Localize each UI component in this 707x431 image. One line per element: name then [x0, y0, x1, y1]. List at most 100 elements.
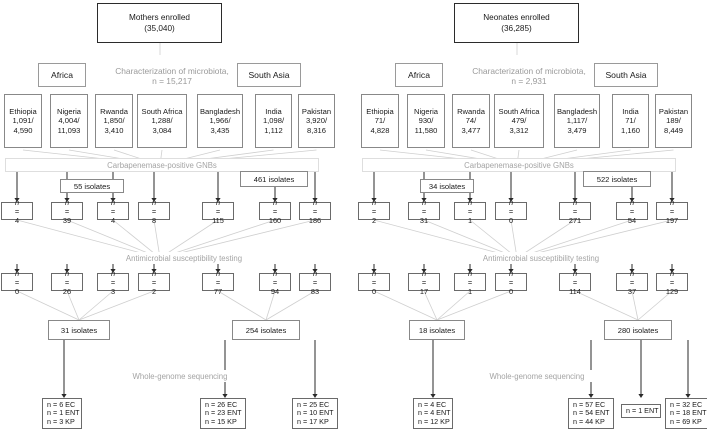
- equals-sign: =: [419, 277, 429, 287]
- mothers-ast-isolates-africa: 31 isolates: [48, 320, 110, 340]
- site-name: Ethiopia: [366, 107, 394, 117]
- n-symbol: n: [272, 268, 278, 278]
- n-value: 83: [310, 286, 320, 296]
- n-value: 197: [665, 215, 679, 225]
- n-value: 94: [270, 286, 280, 296]
- mothers-cp-fan-2: [112, 219, 161, 259]
- neonates-cp-n-1: n = 31: [408, 198, 440, 225]
- mothers-cp-arrow-1-head: [64, 198, 70, 202]
- n-symbol: n: [312, 268, 318, 278]
- mothers-cp-isolates-south-asia: 461 isolates: [240, 171, 308, 187]
- n-symbol: n: [669, 268, 675, 278]
- equals-sign: =: [667, 206, 677, 216]
- neonates-ast-fan-0: [373, 290, 438, 321]
- neonates-carbapenemase-band: Carbapenemase-positive GNBs: [362, 158, 676, 172]
- equals-sign: =: [369, 277, 379, 287]
- site-name: Rwanda: [100, 107, 128, 117]
- mothers-cp-n-1: n = 39: [51, 198, 83, 225]
- mothers-ast-fan-1: [66, 290, 80, 321]
- mothers-cp-fan-1: [66, 219, 161, 259]
- neonates-cp-n-3: n = 0: [495, 198, 527, 225]
- site-value: 71/ 1,160: [620, 116, 640, 135]
- neonates-cp-fan-0: [373, 219, 518, 259]
- neonates-ast-n-1: n = 17: [408, 269, 440, 296]
- neonates-cp-fan-3: [510, 219, 518, 259]
- equals-sign: =: [570, 277, 580, 287]
- mothers-cp-arrow-6-head: [312, 198, 318, 202]
- neonates-cp-fan-2: [469, 219, 518, 259]
- wgs-line: n = 25 EC: [297, 399, 330, 409]
- n-symbol: n: [151, 268, 157, 278]
- equals-sign: =: [270, 277, 280, 287]
- mothers-cp-n-3: n = 8: [138, 198, 170, 225]
- neonates-ast-n-3: n = 0: [495, 269, 527, 296]
- n-symbol: n: [312, 197, 318, 207]
- mothers-wgs-band: Whole-genome sequencing: [104, 370, 256, 382]
- wgs-line: n = 18 ENT: [670, 408, 707, 418]
- site-name: Ethiopia: [9, 107, 37, 117]
- mothers-ast-n-3: n = 2: [138, 269, 170, 296]
- equals-sign: =: [627, 277, 637, 287]
- neonates-cp-arrow-0-head: [371, 198, 377, 202]
- n-symbol: n: [64, 197, 70, 207]
- mothers-enrolled-box: Mothers enrolled(35,040): [97, 3, 222, 43]
- n-symbol: n: [508, 268, 514, 278]
- equals-sign: =: [667, 277, 677, 287]
- n-symbol: n: [371, 197, 377, 207]
- mothers-wgs-arrow-2-head: [312, 394, 318, 398]
- neonates-ast-fan-5: [631, 290, 639, 321]
- site-name: Bangladesh: [556, 107, 598, 117]
- mothers-ast-n-1: n = 26: [51, 269, 83, 296]
- neonates-ast-fan-3: [436, 290, 512, 321]
- equals-sign: =: [62, 277, 72, 287]
- neonates-ast-fan-2: [436, 290, 471, 321]
- n-value: 3: [110, 286, 116, 296]
- site-name: Pakistan: [301, 107, 332, 117]
- neonates-microbiota-n: n = 2,931: [511, 76, 547, 86]
- neonates-enrolled-box: Neonates enrolled(36,285): [454, 3, 579, 43]
- neonates-wgs-arrow-0-head: [430, 394, 436, 398]
- n-value: 1: [467, 215, 473, 225]
- mothers-ast-arrow-2-head: [110, 269, 116, 273]
- mothers-ast-n-0: n = 0: [1, 269, 33, 296]
- site-name: Bangladesh: [199, 107, 241, 117]
- neonates-ast-isolates-south-asia: 280 isolates: [604, 320, 672, 340]
- site-name: Rwanda: [457, 107, 485, 117]
- site-name: South Africa: [141, 107, 183, 117]
- wgs-line: n = 26 EC: [205, 399, 238, 409]
- neonates-ast-arrow-2-head: [467, 269, 473, 273]
- mothers-ast-arrow-0-head: [14, 269, 20, 273]
- site-value: 1,091/ 4,590: [12, 116, 34, 135]
- mothers-microbiota-n: n = 15,217: [152, 76, 192, 86]
- n-value: 26: [62, 286, 72, 296]
- n-value: 17: [419, 286, 429, 296]
- site-value: 71/ 4,828: [370, 116, 390, 135]
- wgs-line: n = 10 ENT: [297, 408, 334, 418]
- n-symbol: n: [467, 197, 473, 207]
- n-value: 2: [151, 286, 157, 296]
- site-name: Nigeria: [413, 107, 439, 117]
- neonates-ast-n-5: n = 37: [616, 269, 648, 296]
- n-value: 77: [213, 286, 223, 296]
- neonates-wgs-band: Whole-genome sequencing: [461, 370, 613, 382]
- mothers-cp-n-2: n = 4: [97, 198, 129, 225]
- equals-sign: =: [149, 277, 159, 287]
- neonates-cp-isolates-africa: 34 isolates: [420, 179, 474, 193]
- equals-sign: =: [310, 206, 320, 216]
- n-value: 0: [508, 286, 514, 296]
- mothers-ast-fan-2: [78, 290, 114, 321]
- mothers-cp-fan-3: [153, 219, 161, 259]
- neonates-ast-fan-4: [574, 290, 639, 321]
- neonates-wgs-arrow-2-head: [638, 394, 644, 398]
- site-name: Nigeria: [56, 107, 82, 117]
- equals-sign: =: [506, 206, 516, 216]
